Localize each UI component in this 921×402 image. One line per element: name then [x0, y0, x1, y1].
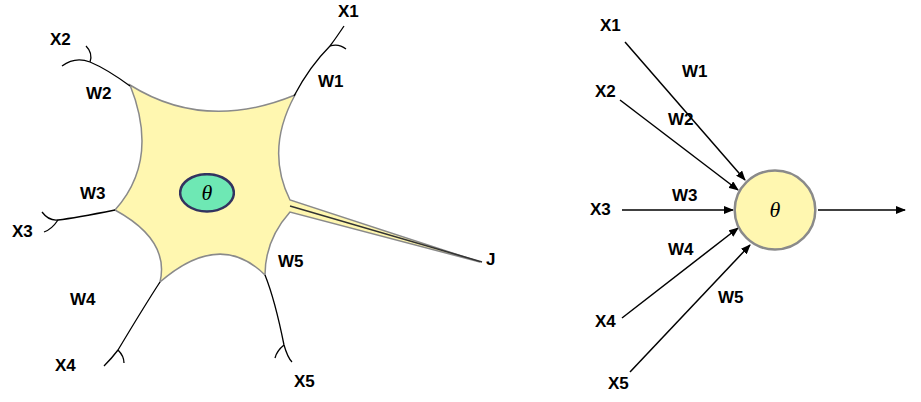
input-label: X3 — [590, 200, 611, 220]
input-label: X4 — [55, 356, 76, 376]
output-arrow — [818, 209, 905, 211]
threshold-neuron: θ — [733, 168, 817, 252]
input-label: X4 — [595, 312, 616, 332]
input-label: X3 — [12, 222, 33, 242]
weight-label: W4 — [668, 240, 694, 260]
threshold-nucleus: θ — [179, 173, 235, 213]
weight-label: W5 — [278, 252, 304, 272]
output-label: J — [486, 250, 495, 270]
weight-label: W5 — [718, 288, 744, 308]
weight-label: W2 — [668, 110, 694, 130]
weight-label: W3 — [80, 184, 106, 204]
dendrites — [42, 26, 346, 366]
weight-label: W1 — [318, 72, 344, 92]
input-label: X5 — [294, 372, 315, 392]
input-arrows — [620, 42, 750, 372]
threshold-symbol: θ — [770, 198, 781, 222]
weight-label: W2 — [86, 84, 112, 104]
axon-line — [290, 206, 482, 262]
soma-body — [115, 85, 480, 282]
weight-label: W1 — [682, 62, 708, 82]
input-label: X1 — [338, 2, 359, 22]
input-label: X5 — [608, 374, 629, 394]
weight-label: W4 — [70, 290, 96, 310]
input-label: X2 — [595, 82, 616, 102]
input-label: X1 — [600, 16, 621, 36]
weight-label: W3 — [672, 186, 698, 206]
threshold-symbol: θ — [202, 181, 213, 205]
input-label: X2 — [50, 30, 71, 50]
